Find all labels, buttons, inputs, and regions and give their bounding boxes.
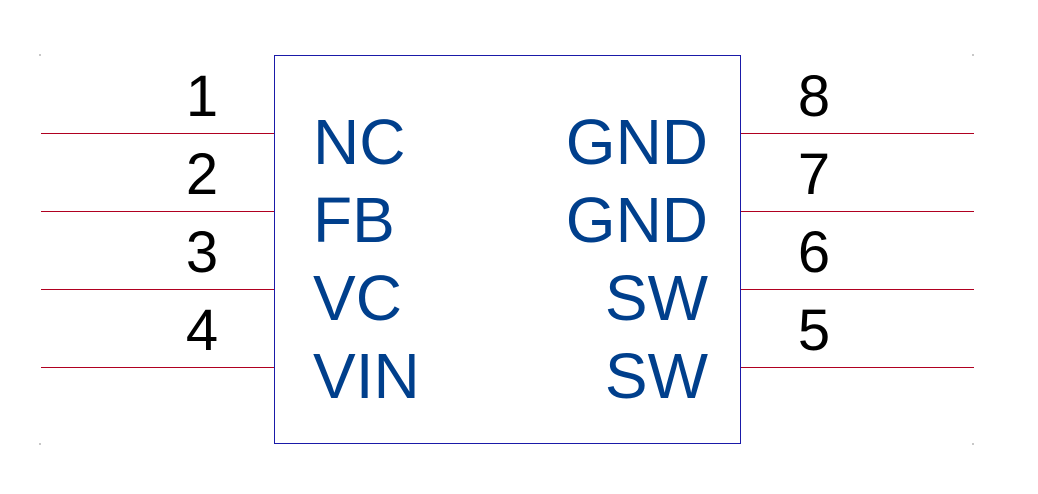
left-pins: 1 NC 2 FB 3 VC 4 VIN <box>41 64 420 412</box>
pin-4[interactable]: 4 VIN <box>41 298 420 412</box>
pin-7-name: GND <box>566 184 708 256</box>
pin-1-number: 1 <box>186 64 218 129</box>
pin-3-number: 3 <box>186 220 218 285</box>
pin-3-name: VC <box>313 262 402 334</box>
pin-6-name: SW <box>605 262 709 334</box>
grid-dots <box>39 54 974 445</box>
pin-3[interactable]: 3 VC <box>41 220 402 334</box>
ic-body <box>274 55 741 444</box>
pin-6-number: 6 <box>798 220 830 285</box>
pin-1[interactable]: 1 NC <box>41 64 405 178</box>
pin-1-name: NC <box>313 106 405 178</box>
pin-5-number: 5 <box>798 298 830 363</box>
pin-4-name: VIN <box>313 340 420 412</box>
pin-7[interactable]: 7 GND <box>566 142 974 256</box>
pin-8-name: GND <box>566 106 708 178</box>
pin-8-number: 8 <box>798 64 830 129</box>
right-pins: 8 GND 7 GND 6 SW 5 SW <box>566 64 974 412</box>
pin-4-number: 4 <box>186 298 218 363</box>
pin-7-number: 7 <box>798 142 830 207</box>
pin-5-name: SW <box>605 340 709 412</box>
pin-2-number: 2 <box>186 142 218 207</box>
pin-5[interactable]: 5 SW <box>605 298 974 412</box>
pin-6[interactable]: 6 SW <box>605 220 974 334</box>
pin-8[interactable]: 8 GND <box>566 64 974 178</box>
pin-2[interactable]: 2 FB <box>41 142 395 256</box>
pin-2-name: FB <box>313 184 395 256</box>
